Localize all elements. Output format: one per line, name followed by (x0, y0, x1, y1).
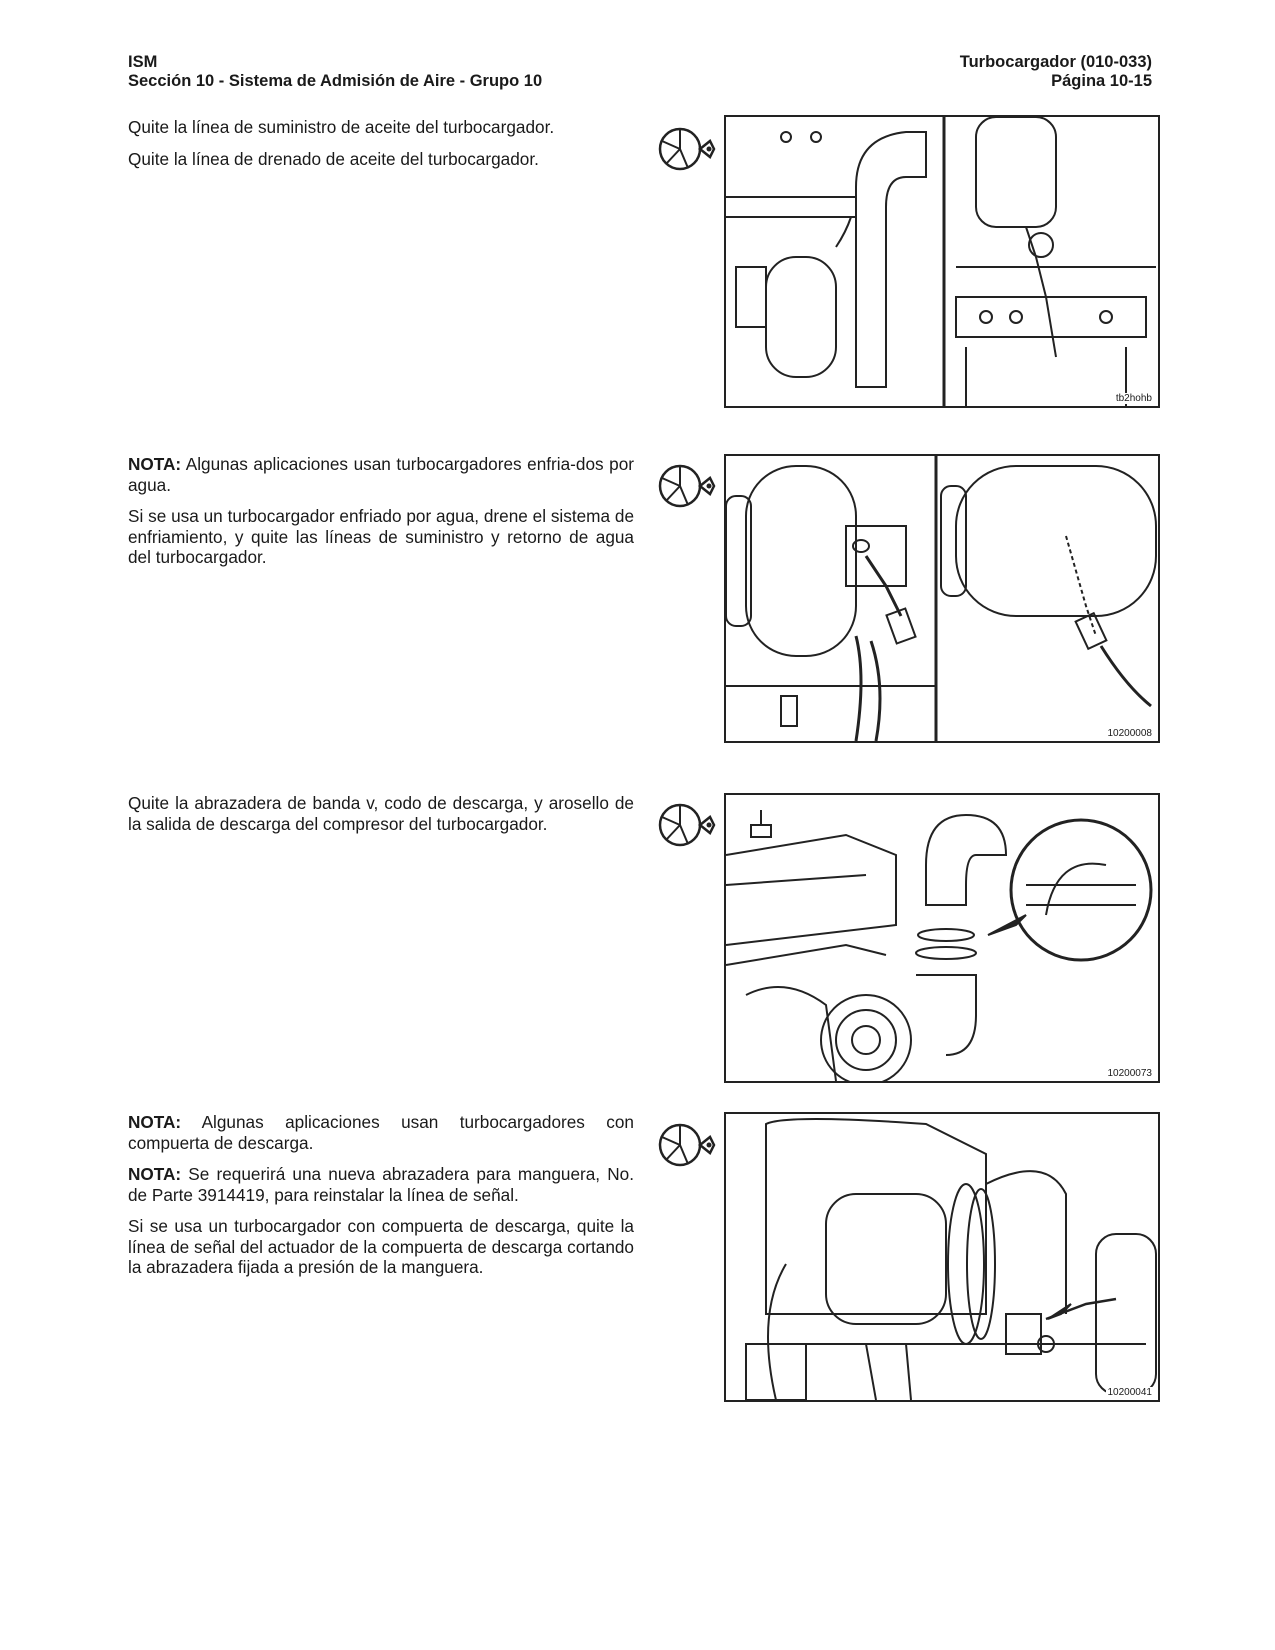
wastegate-signal-line-illustration (745, 1118, 1157, 1400)
page-header-left: ISM Sección 10 - Sistema de Admisión de … (128, 53, 542, 91)
figure-id: 10200008 (1105, 728, 1154, 739)
step-1-text: Quite la línea de suministro de aceite d… (128, 117, 634, 180)
instruction-text: Si se usa un turbocargador enfriado por … (128, 506, 634, 567)
figure-discharge-elbow: 10200073 (724, 793, 1160, 1083)
wrench-icon (658, 464, 716, 508)
figure-id: tb2hohb (1113, 393, 1154, 404)
step-4-text: NOTA: Algunas aplicaciones usan turbocar… (128, 1112, 634, 1289)
note-paragraph: NOTA: Algunas aplicaciones usan turbocar… (128, 1112, 634, 1153)
turbo-water-lines-illustration (726, 456, 1157, 741)
step-3-text: Quite la abrazadera de banda v, codo de … (128, 793, 634, 845)
note-label: NOTA: (128, 1164, 182, 1184)
step-2-text: NOTA: Algunas aplicaciones usan turbocar… (128, 454, 634, 579)
figure-oil-lines: tb2hohb (724, 115, 1160, 408)
discharge-elbow-illustration (726, 810, 1153, 1081)
wrench-icon (658, 1123, 716, 1167)
turbo-oil-lines-illustration (726, 117, 1156, 406)
note-paragraph: NOTA: Algunas aplicaciones usan turbocar… (128, 454, 634, 495)
instruction-text: Quite la abrazadera de banda v, codo de … (128, 793, 634, 834)
figure-id: 10200041 (1105, 1387, 1154, 1398)
wrench-icon (658, 127, 716, 171)
note-label: NOTA: (128, 1112, 182, 1132)
instruction-text: Quite la línea de drenado de aceite del … (128, 148, 539, 169)
note-label: NOTA: (128, 454, 182, 474)
instruction-text: Quite la línea de suministro de aceite d… (128, 117, 555, 137)
note-text: Algunas aplicaciones usan turbocargadore… (128, 454, 634, 495)
section-title: Sección 10 - Sistema de Admisión de Aire… (128, 72, 543, 90)
page-number: Página 10-15 (1051, 72, 1152, 90)
wrench-icon (658, 803, 716, 847)
note-paragraph: NOTA: Se requerirá una nueva abrazadera … (128, 1164, 634, 1205)
page-header-right: Turbocargador (010-033) Página 10-15 (960, 53, 1152, 91)
note-text: Algunas aplicaciones usan turbocargadore… (128, 1112, 634, 1153)
figure-water-lines: 10200008 (724, 454, 1160, 743)
procedure-title: Turbocargador (010-033) (959, 53, 1152, 71)
figure-id: 10200073 (1105, 1068, 1154, 1079)
instruction-text: Si se usa un turbocargador con compuerta… (128, 1216, 634, 1277)
figure-wastegate-line: 10200041 (724, 1112, 1160, 1402)
note-text: Se requerirá una nueva abrazadera para m… (128, 1164, 634, 1205)
manual-title: ISM (128, 53, 158, 71)
